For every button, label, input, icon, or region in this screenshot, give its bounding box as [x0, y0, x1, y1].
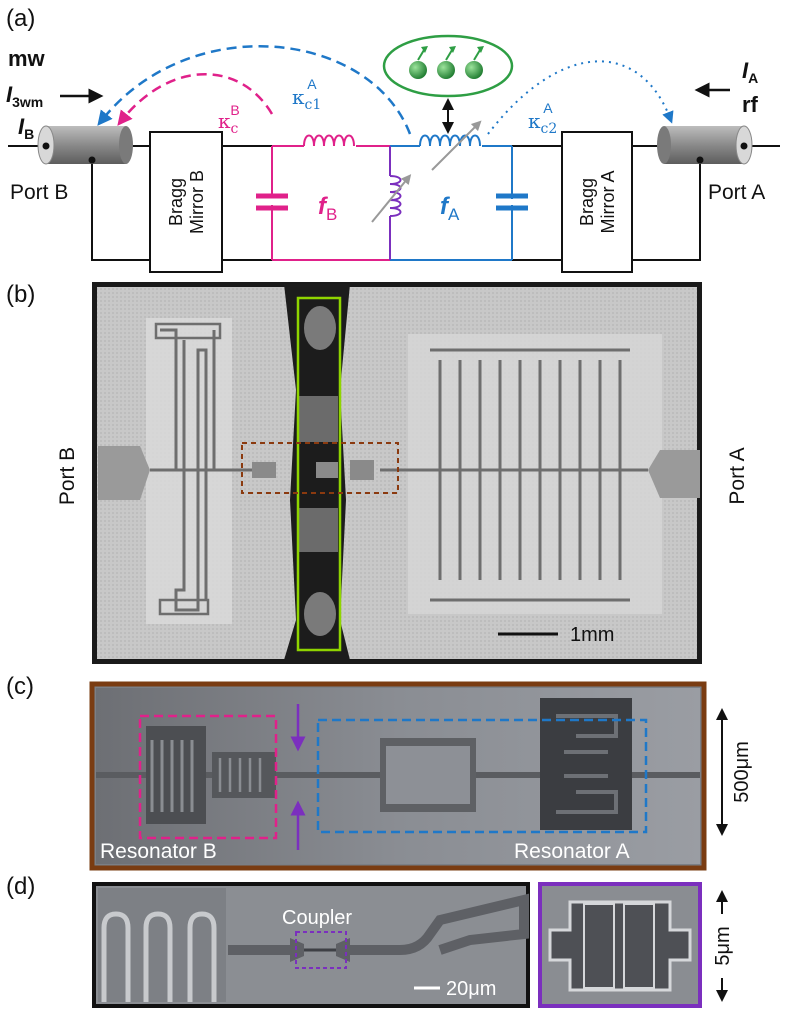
ia-label: IA [742, 58, 758, 86]
bragg-mirror-b-label: BraggMirror B [166, 170, 207, 234]
kappa-c2a-label: κc2A [528, 100, 557, 137]
resonator-a-label: Resonator A [514, 840, 630, 863]
kappa-cb-label: κcB [218, 102, 240, 137]
panel-c: (c) [6, 673, 753, 871]
coupler-highlight-box [295, 931, 347, 969]
bias-line-highlight-box [296, 296, 342, 652]
panel-c-label: (c) [6, 673, 34, 700]
cap-b-gap [268, 199, 276, 205]
mw-label: mw [8, 46, 46, 71]
kappa-c1a-label: κc1A [292, 76, 321, 113]
panel-d: (d) Coupler 20μm 5μm [6, 873, 734, 1008]
path-blue-dashed [97, 45, 412, 135]
panel-a-label: (a) [6, 5, 35, 32]
resonator-sem [96, 688, 700, 864]
fa-label: fA [440, 193, 460, 224]
chip-micrograph [92, 282, 702, 664]
inductor-a-icon [419, 134, 481, 147]
port-b-connector [37, 125, 133, 165]
rf-label: rf [742, 92, 759, 117]
bragg-mirror-a-label: BraggMirror A [577, 171, 618, 234]
spin-icons [409, 46, 484, 79]
port-a-label-b: Port A [726, 447, 749, 504]
scale-5um-mask [712, 914, 732, 978]
wire-ground [91, 160, 150, 261]
wire-ground-r [632, 160, 701, 261]
fb-label: fB [318, 193, 337, 224]
panel-d-label: (d) [6, 873, 35, 900]
panel-a: (a) mw I3wm IB IA rf [6, 5, 780, 273]
inductor-a-tune-arrow [431, 120, 482, 171]
scale-1mm-label: 1mm [570, 624, 614, 646]
ib-label: IB [18, 114, 34, 142]
port-b-label: Port B [10, 181, 68, 204]
coupler-label: Coupler [282, 907, 352, 929]
junction-sem [544, 888, 696, 1002]
resonator-b-label: Resonator B [100, 840, 217, 863]
inductor-b-icon [303, 134, 355, 147]
panel-b: (b) Port B Port A [6, 281, 749, 664]
path-mag-dashed [117, 73, 274, 126]
coupler-tune-arrow [371, 174, 412, 223]
i3wm-label: I3wm [6, 82, 43, 110]
port-b-label-b: Port B [56, 447, 79, 505]
resonator-a-box [316, 718, 648, 834]
scale-20um-label: 20μm [446, 978, 496, 1000]
bragg-mirror-b-box [149, 131, 223, 273]
port-a-connector [657, 125, 753, 165]
path-blue-dotted [487, 60, 674, 135]
scale-500um-label: 500μm [731, 741, 753, 803]
scale-5um-label: 5μm [712, 926, 734, 965]
zoom-region-box [241, 442, 399, 494]
port-a-label: Port A [708, 181, 765, 204]
resonator-b-box [138, 714, 278, 840]
cap-a-gap [508, 199, 516, 205]
panel-b-label: (b) [6, 281, 35, 308]
coupler-inductor-icon [389, 175, 402, 217]
bragg-mirror-a-box [561, 131, 633, 273]
coupler-sem [98, 888, 529, 1002]
